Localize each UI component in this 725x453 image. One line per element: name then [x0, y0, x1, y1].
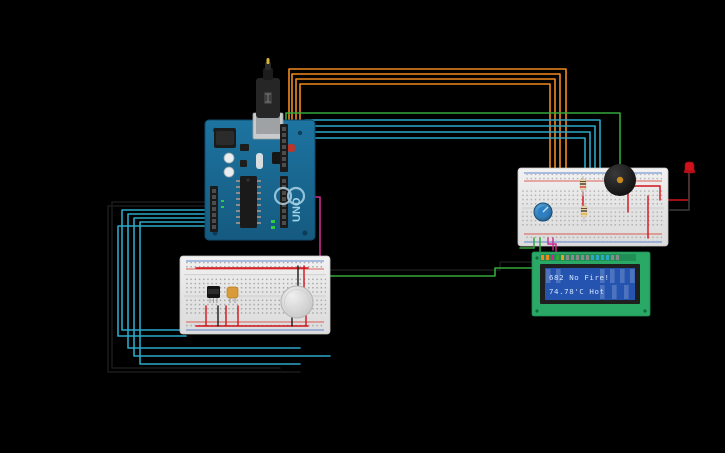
lcd-display[interactable]: 682 No Fire! 74.78'C Hot [531, 251, 651, 317]
usb-cable [256, 58, 280, 118]
resistor-top[interactable] [579, 176, 587, 196]
potentiometer[interactable] [533, 202, 553, 222]
wire-black-cross [329, 261, 535, 271]
board-silk-label: UNO [291, 197, 303, 222]
arduino-logo [273, 186, 306, 206]
temperature-sensor[interactable] [207, 286, 220, 303]
piezo-buzzer[interactable] [604, 164, 636, 196]
wire-black-led [669, 171, 690, 211]
lcd-pin-header[interactable] [541, 255, 619, 260]
wire-orange-bundle [288, 68, 567, 239]
gas-sensor[interactable] [280, 285, 314, 319]
power-barrel-jack[interactable] [214, 128, 236, 148]
photoresistor[interactable] [226, 286, 239, 303]
digital-pin-header[interactable] [280, 124, 288, 228]
atmega-chip [236, 176, 261, 228]
led-red[interactable] [684, 161, 695, 174]
arduino-uno-board[interactable]: UNO [204, 58, 316, 241]
power-analog-header[interactable] [210, 186, 218, 232]
resistor-mid[interactable] [580, 203, 588, 222]
bb2-jumpers [195, 265, 309, 327]
lcd-line-2: 74.78'C Hot [549, 287, 605, 296]
lcd-line-1: 682 No Fire! [549, 273, 610, 282]
wire-black-loops [107, 201, 301, 373]
wire-green-cross [329, 267, 535, 277]
